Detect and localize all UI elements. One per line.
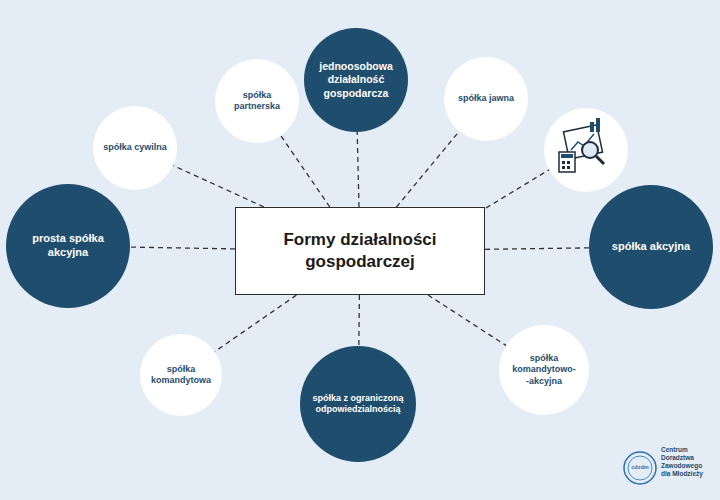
logo-ring: [624, 452, 656, 484]
form-circle: prosta spółka akcyjna: [6, 184, 130, 308]
form-name: spółka jawna: [458, 93, 514, 104]
central-box: Formy działalności gospodarczej: [235, 207, 485, 295]
dashed-connector: [358, 295, 360, 346]
form-name: spółka komandytowo- -akcyjna: [512, 353, 576, 387]
dashed-connector: [485, 248, 589, 249]
form-name: jednoosobowa działalność gospodarcza: [314, 60, 398, 99]
logo-text: dla Młodzieży: [661, 471, 703, 478]
dashed-connector: [357, 132, 359, 207]
leader-line: [486, 168, 552, 208]
dashed-connector: [215, 295, 297, 352]
form-circle: spółka akcyjna: [589, 185, 713, 309]
logo-mark: cdzdm: [631, 465, 648, 471]
form-circle: spółka partnerska: [215, 59, 299, 143]
dashed-connector: [281, 136, 330, 207]
form-circle: spółka komandytowo- -akcyjna: [499, 325, 589, 415]
form-name: spółka komandytowa: [148, 364, 214, 387]
logo-ring: [628, 456, 652, 480]
form-circle: jednoosobowa działalność gospodarcza: [304, 28, 408, 132]
dashed-connector: [173, 166, 264, 208]
form-name: spółka partnerska: [224, 90, 290, 113]
form-circle: spółka cywilna: [93, 106, 177, 190]
form-circle: spółka komandytowa: [140, 334, 222, 416]
form-circle: spółka jawna: [444, 57, 528, 141]
logo-text: Centrum: [661, 447, 688, 454]
dashed-connector: [397, 131, 460, 207]
form-name: spółka cywilna: [103, 142, 167, 153]
form-name: spółka akcyjna: [612, 240, 690, 254]
dashed-connector: [130, 247, 235, 249]
form-name: prosta spółka akcyjna: [20, 232, 116, 260]
central-title: Formy działalności gospodarczej: [260, 229, 460, 273]
logo-text: Zawodowego: [661, 463, 702, 470]
dashed-connector: [428, 295, 506, 346]
logo-text: Doradztwa: [661, 455, 694, 462]
icon-circle: [544, 108, 628, 192]
analysis-icon: [559, 118, 604, 172]
form-circle: spółka z ograniczoną odpowiedzialnością: [300, 346, 416, 462]
form-name: spółka z ograniczoną odpowiedzialnością: [308, 393, 408, 416]
